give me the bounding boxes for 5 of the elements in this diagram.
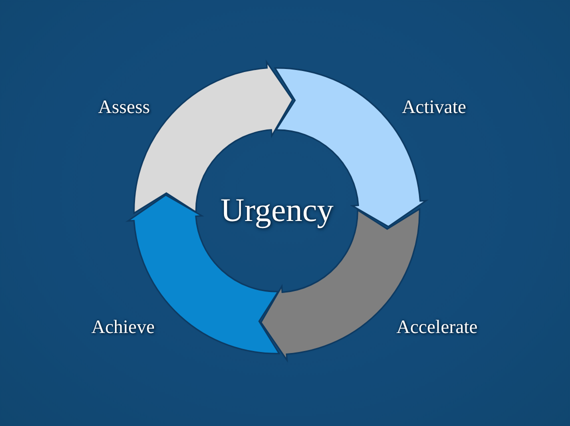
stage-label: Achieve — [91, 317, 155, 339]
stage-label: Accelerate — [396, 317, 478, 339]
center-label: Urgency — [220, 193, 334, 231]
stage-label: Activate — [402, 97, 466, 119]
stage-label: Assess — [98, 97, 150, 119]
